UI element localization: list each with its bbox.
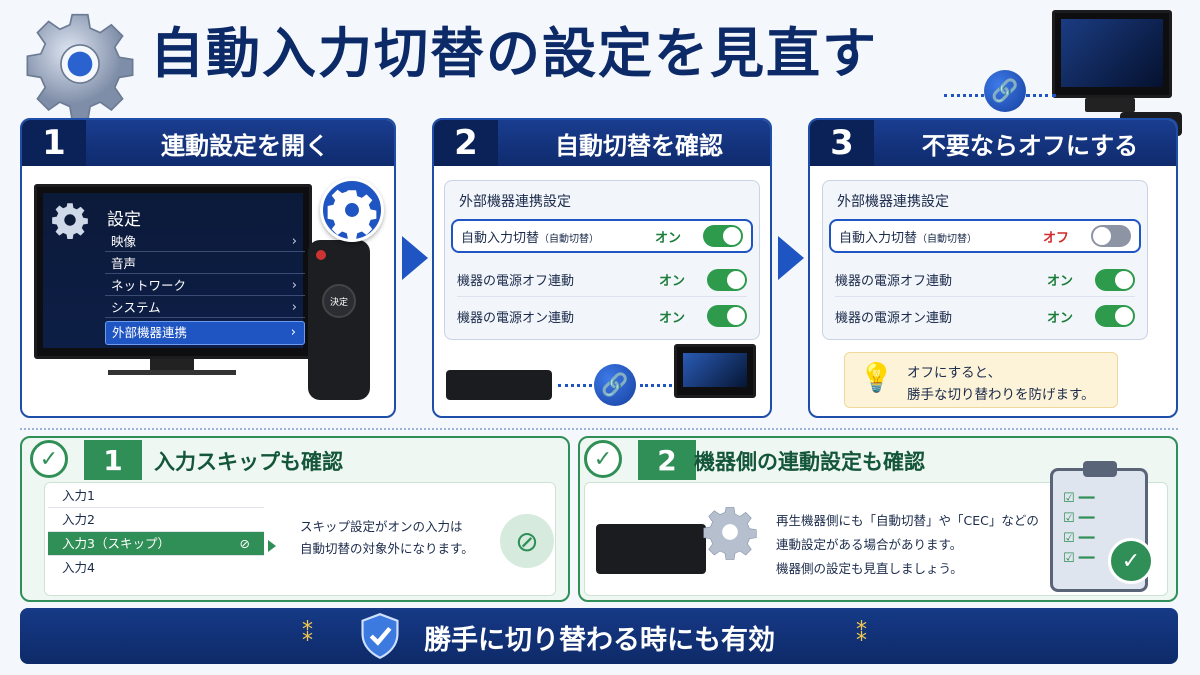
input-list: 入力1 入力2 入力3（スキップ）⊘ 入力4 [48,484,264,584]
eye-slash-icon: ⊘ [239,536,250,551]
check-icon: ✓ [30,440,68,478]
step-number: 3 [810,120,874,166]
auto-switch-row[interactable]: 自動入力切替（自動切替） オン [451,219,753,253]
toggle-switch[interactable] [1091,225,1131,247]
status-text: オン [1046,310,1073,326]
link-icon: 🔗 [984,70,1026,112]
check-icon: ✓ [1108,538,1154,584]
arrow-icon [402,236,428,280]
status-text: オン [654,230,681,246]
toggle-switch[interactable] [1095,268,1135,291]
card-title: 外部機器連携設定 [837,194,949,210]
menu-item[interactable]: システム› [105,297,305,318]
status-text: オン [1046,274,1073,289]
arrow-icon [778,236,804,280]
input-item[interactable]: 入力1 [48,484,264,508]
settings-card: 外部機器連携設定 自動入力切替（自動切替） オン 機器の電源オフ連動 オン 機器… [444,180,760,340]
status-text: オン [658,310,685,326]
input-item[interactable]: 入力4 [62,560,95,575]
menu-item[interactable]: 映像› [105,231,305,252]
status-text: オフ [1042,230,1069,246]
player-box-icon [596,524,706,574]
tip-panel-2: ✓ 2 機器側の連動設定も確認 再生機器側にも「自動切替」や「CEC」などの 連… [578,436,1178,602]
step-number: 1 [22,120,86,166]
player-box-icon [446,370,552,400]
card-title: 外部機器連携設定 [459,194,571,210]
tv-illustration: 設定 映像› 音声 ネットワーク› システム› 外部機器連携› [34,184,312,359]
input-item[interactable]: 入力2 [48,508,264,532]
power-off-link-row[interactable]: 機器の電源オフ連動 オン [835,263,1135,297]
menu-item[interactable]: 音声 [105,253,305,274]
eye-slash-icon: ⊘ [500,514,554,568]
page-title: 自動入力切替の設定を見直す [150,22,878,85]
check-icon: ✓ [584,440,622,478]
power-on-link-row[interactable]: 機器の電源オン連動 オン [835,299,1135,333]
toggle-switch[interactable] [707,268,747,291]
toggle-switch[interactable] [1095,305,1135,327]
status-text: オン [658,274,685,289]
shield-check-icon [361,613,399,660]
input-item-skipped[interactable]: 入力3（スキップ）⊘ [48,532,264,556]
step-number: 2 [434,120,498,166]
tv-illustration [674,344,756,398]
tip-box: 💡 オフにすると、 勝手な切り替わりを防げます。 [844,352,1118,408]
tip-panel-1: ✓ 1 入力スキップも確認 入力1 入力2 入力3（スキップ）⊘ 入力4 スキッ… [20,436,570,602]
gear-icon [26,13,134,120]
step-title: 不要ならオフにする [921,131,1139,160]
tv-illustration [1052,10,1172,98]
power-on-link-row[interactable]: 機器の電源オン連動 オン [457,299,747,333]
settings-card: 外部機器連携設定 自動入力切替（自動切替） オフ 機器の電源オフ連動 オン 機器… [822,180,1148,340]
tip-title: 入力スキップも確認 [154,450,343,474]
auto-switch-row[interactable]: 自動入力切替（自動切替） オフ [829,219,1141,253]
menu-header: 設定 [107,210,141,230]
gear-icon [703,507,757,560]
step-panel-3: 3 不要ならオフにする 外部機器連携設定 自動入力切替（自動切替） オフ 機器の… [808,118,1178,418]
toggle-switch[interactable] [707,305,747,327]
sparkle-icon: ⁑ [856,622,867,647]
menu-item[interactable]: ネットワーク› [105,275,305,296]
banner-text: 勝手に切り替わる時にも有効 [424,625,775,656]
gear-badge-icon [320,178,384,242]
link-icon: 🔗 [594,364,636,406]
remote-control-icon: 決定 [308,240,370,400]
ok-button: 決定 [329,298,348,308]
step-title: 連動設定を開く [161,131,329,160]
lightbulb-icon: 💡 [859,361,894,394]
gear-icon [52,203,88,239]
sparkle-icon: ⁑ [302,622,313,647]
step-panel-1: 1 連動設定を開く 設定 映像› 音声 ネットワーク› システム› 外部機器連携… [20,118,396,418]
toggle-switch[interactable] [703,225,743,247]
bottom-banner: ⁑ 勝手に切り替わる時にも有効 ⁑ [20,608,1178,664]
tip-title: 機器側の連動設定も確認 [694,450,925,474]
power-off-link-row[interactable]: 機器の電源オフ連動 オン [457,263,747,297]
step-title: 自動切替を確認 [555,131,723,160]
tip-number: 1 [84,440,142,480]
step-panel-2: 2 自動切替を確認 外部機器連携設定 自動入力切替（自動切替） オン 機器の電源… [432,118,772,418]
menu-item-external-devices[interactable]: 外部機器連携› [105,321,305,345]
tip-number: 2 [638,440,696,480]
triangle-icon [268,540,276,552]
